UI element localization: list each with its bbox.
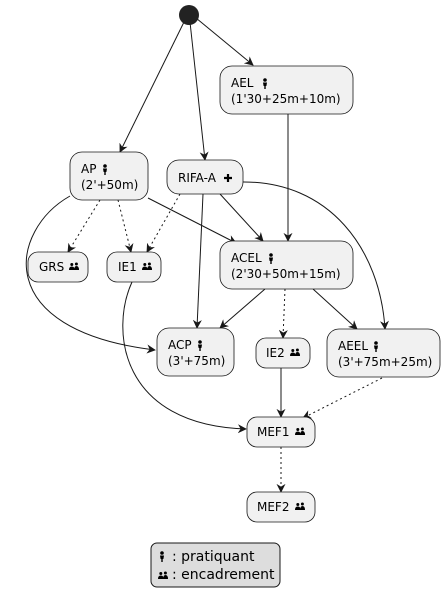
- node-acel-duration: (2'30+50m+15m): [231, 267, 341, 281]
- plus-icon: [224, 174, 232, 182]
- node-ap-title: AP: [81, 162, 96, 176]
- node-acp-duration: (3'+75m): [168, 354, 225, 368]
- node-aeel: AEEL (3'+75m+25m): [326, 328, 441, 378]
- edge-ap-acp: [25, 195, 156, 354]
- node-mef2: MEF2: [246, 491, 316, 523]
- node-acel: ACEL (2'30+50m+15m): [219, 240, 354, 290]
- node-mef1: MEF1: [246, 416, 316, 448]
- edge-ap-ie1: [117, 199, 134, 253]
- edge-ap-acel: [147, 197, 237, 244]
- node-ie1-title: IE1: [118, 260, 137, 274]
- node-acel-title: ACEL: [231, 251, 262, 265]
- node-mef2-title: MEF2: [257, 500, 289, 514]
- node-acp: ACP (3'+75m): [156, 327, 235, 377]
- legend: : pratiquant : encadrement: [150, 542, 281, 588]
- edge-acel-ie2: [278, 288, 288, 339]
- node-ap-duration: (2'+50m): [81, 178, 138, 192]
- edge-rifa-aeel: [239, 181, 389, 330]
- edge-rifa-acp: [192, 193, 204, 329]
- node-acp-title: ACP: [168, 338, 192, 352]
- node-mef1-title: MEF1: [257, 425, 289, 439]
- edges: [25, 17, 389, 493]
- node-ie2-title: IE2: [266, 346, 285, 360]
- node-aeel-title: AEEL: [338, 339, 368, 353]
- node-rifa-a: RIFA-A: [166, 159, 244, 195]
- legend-pratiquant: : pratiquant: [172, 549, 255, 565]
- edge-start-ael: [195, 17, 254, 66]
- node-ael-title: AEL: [231, 76, 254, 90]
- edge-rifa-acel: [219, 193, 264, 242]
- legend-encadrement: : encadrement: [172, 567, 275, 583]
- node-ael-duration: (1'30+25m+10m): [231, 92, 341, 106]
- edge-ap-grs: [67, 199, 101, 253]
- node-grs: GRS: [27, 251, 89, 283]
- node-ael: AEL (1'30+25m+10m): [219, 65, 354, 115]
- node-rifa-a-title: RIFA-A: [178, 171, 217, 185]
- start-node: [179, 5, 199, 25]
- edge-aeel-mef1: [302, 377, 383, 419]
- node-ap: AP (2'+50m): [69, 151, 149, 201]
- edge-acel-acp: [219, 288, 266, 329]
- node-aeel-duration: (3'+75m+25m): [338, 355, 432, 369]
- node-ie2: IE2: [255, 337, 311, 369]
- edge-rifa-ie1: [146, 193, 181, 253]
- edge-ie1-mef1: [122, 281, 247, 434]
- edge-acel-aeel: [312, 288, 358, 330]
- node-ie1: IE1: [106, 251, 162, 283]
- edge-start-rifa: [189, 21, 209, 161]
- node-grs-title: GRS: [39, 260, 64, 274]
- edge-start-ap: [119, 19, 186, 153]
